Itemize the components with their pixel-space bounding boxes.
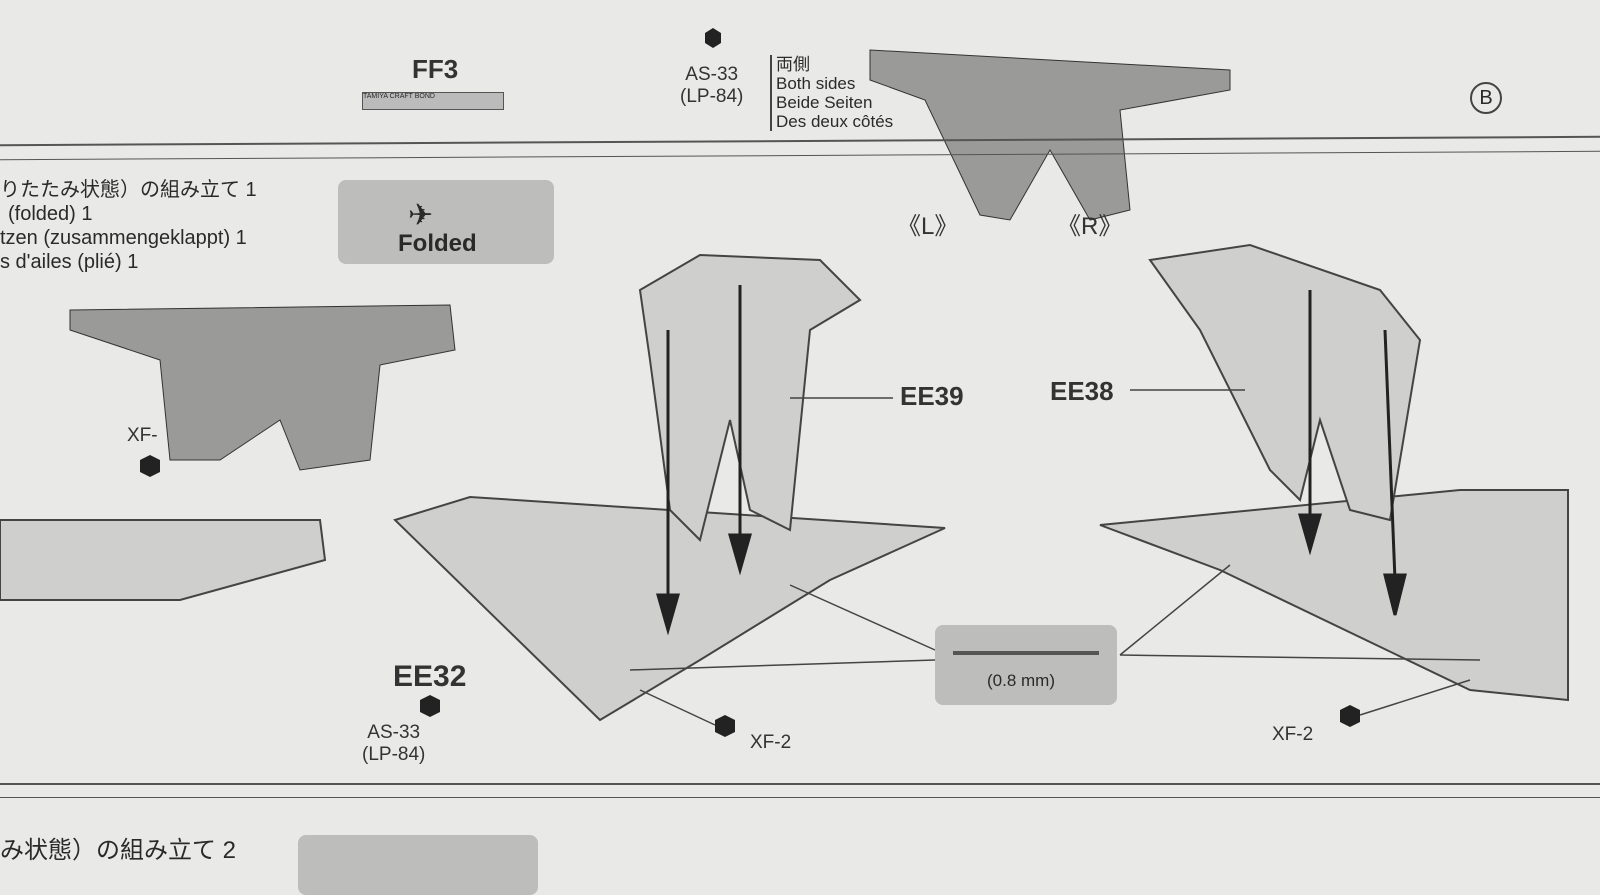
paint-alt: (LP-84) (680, 86, 744, 107)
ee32-right-plate (1099, 489, 1569, 702)
title-ja: りたたみ状態）の組み立て 1 (0, 179, 257, 201)
badge-label: Folded (398, 230, 477, 257)
paint-hex-icon (1340, 705, 1360, 727)
title-en: (folded) 1 (8, 203, 93, 225)
paint-xf2-right: XF-2 (1272, 724, 1314, 745)
paint-xf2-left: XF-2 (750, 732, 792, 753)
both-sides-note: 両側 Both sides Beide Seiten Des deux côté… (770, 55, 893, 131)
paint-hex-icon (705, 28, 721, 48)
paint-alt: (LP-84) (362, 744, 426, 765)
left-assembly-drawing (0, 519, 327, 601)
section-divider (0, 783, 1600, 785)
drill-icon (953, 651, 1099, 655)
right-side-label: 《R》 (1057, 213, 1123, 240)
b-marker: B (1470, 82, 1502, 114)
section-divider (0, 797, 1600, 798)
paint-hex-icon (420, 695, 440, 717)
aircraft-folded-icon: ✈ (408, 199, 434, 232)
paint-xf-label: XF- (127, 425, 158, 446)
step-1-title: りたたみ状態）の組み立て 1 (folded) 1 tzen (zusammen… (0, 178, 257, 274)
part-label-ee32: EE32 (393, 660, 467, 693)
left-side-label: 《L》 (897, 213, 959, 240)
paint-code: AS-33(LP-84) (680, 64, 743, 108)
note-de: Beide Seiten (776, 93, 873, 112)
step-2-title: み状態）の組み立て 2 (0, 837, 237, 864)
note-fr: Des deux côtés (776, 112, 894, 131)
metal-part-left (69, 304, 456, 471)
ee38-part (1148, 243, 1422, 522)
paint-name: AS-33 (685, 64, 739, 85)
title-de: tzen (zusammengeklappt) 1 (0, 227, 247, 249)
note-en: Both sides (776, 74, 856, 93)
part-label-ee39: EE39 (900, 381, 964, 411)
ee32-paint: AS-33(LP-84) (362, 722, 425, 766)
paint-hex-icon (715, 715, 735, 737)
step-2-badge (298, 835, 538, 895)
drill-size: (0.8 mm) (987, 671, 1055, 690)
title-fr: s d'ailes (plié) 1 (0, 251, 139, 273)
part-label-ee38: EE38 (1050, 376, 1114, 406)
metal-part-top (869, 49, 1231, 221)
craft-bond-glue-icon: TAMIYA CRAFT BOND (362, 92, 504, 110)
paint-name: AS-33 (367, 722, 421, 743)
drill-badge: (0.8 mm) (935, 625, 1117, 705)
folded-badge: Folded ✈ (338, 180, 554, 264)
paint-hex-icon (140, 455, 160, 477)
part-label-ff3: FF3 (412, 54, 459, 84)
glue-label: TAMIYA CRAFT BOND (363, 93, 435, 100)
note-ja: 両側 (776, 55, 810, 74)
